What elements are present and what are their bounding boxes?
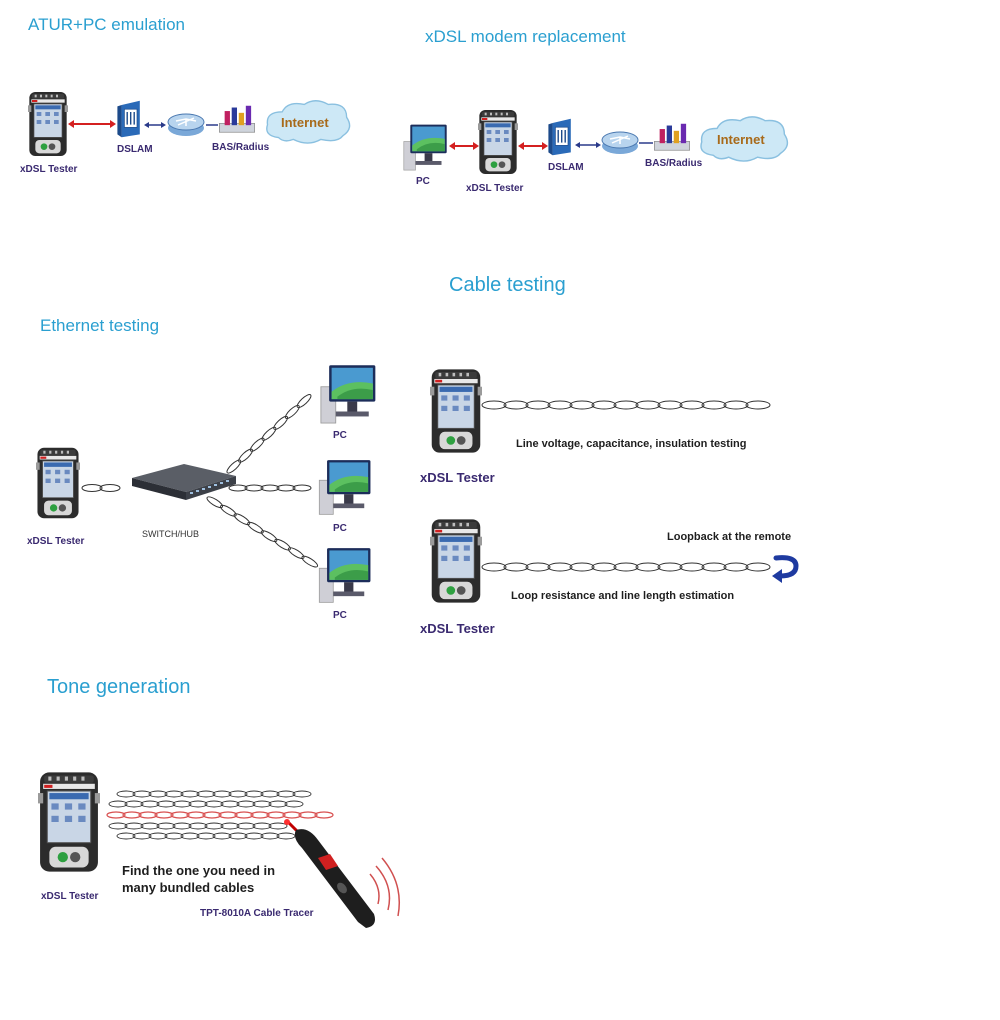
ethernet-tester-label: xDSL Tester — [27, 536, 85, 547]
ethernet-pc3-label: PC — [333, 610, 347, 621]
loop-test-caption: Loop resistance and line length estimati… — [511, 590, 735, 602]
modem-bas-label: BAS/Radius — [645, 158, 703, 169]
ethernet-pc2-icon — [318, 459, 371, 515]
tone-xdsl-tester-icon — [38, 771, 100, 873]
loop-test-xdsl-tester-icon — [430, 518, 482, 604]
highlighted-cable — [106, 811, 334, 819]
modem-link-router-bas — [639, 142, 653, 144]
atur-link-tester-dslam — [68, 120, 116, 128]
atur-link-router-bas — [206, 124, 218, 126]
atur-router-icon — [167, 113, 205, 137]
modem-pc-label: PC — [416, 176, 430, 187]
atur-dslam-label: DSLAM — [117, 144, 153, 155]
tone-section-title: Tone generation — [47, 676, 191, 698]
modem-xdsl-tester-icon — [478, 109, 518, 175]
modem-link-tester-dslam — [518, 142, 548, 150]
modem-link-dslam-router — [575, 142, 601, 148]
atur-link-dslam-router — [144, 122, 166, 128]
ethernet-section-title: Ethernet testing — [40, 316, 160, 335]
atur-internet-label: Internet — [281, 115, 329, 130]
loop-test-tester-label: xDSL Tester — [420, 621, 495, 636]
tone-tester-label: xDSL Tester — [41, 891, 99, 902]
cable-tracer-icon — [284, 819, 401, 928]
modem-section-title: xDSL modem replacement — [425, 27, 626, 46]
ethernet-pc3-icon — [318, 547, 371, 603]
switch-hub-icon — [132, 464, 236, 500]
loop-test-cable — [481, 562, 771, 572]
loopback-label: Loopback at the remote — [667, 531, 792, 543]
line-test-xdsl-tester-icon — [430, 368, 482, 454]
atur-bas-servers-icon — [218, 105, 256, 133]
tone-caption-line1: Find the one you need in — [122, 863, 276, 878]
ethernet-pc1-icon — [320, 364, 376, 424]
line-test-caption: Line voltage, capacitance, insulation te… — [516, 438, 747, 450]
modem-router-icon — [601, 131, 639, 155]
atur-dslam-icon — [116, 100, 141, 138]
loopback-arrow-icon — [772, 555, 799, 583]
bundled-cables — [106, 790, 334, 840]
switch-hub-label: SWITCH/HUB — [142, 529, 199, 539]
modem-link-pc-tester — [449, 142, 479, 150]
ethernet-pc2-label: PC — [333, 523, 347, 534]
line-test-tester-label: xDSL Tester — [420, 470, 495, 485]
modem-bas-servers-icon — [653, 123, 691, 151]
modem-internet-label: Internet — [717, 132, 765, 147]
modem-dslam-label: DSLAM — [548, 162, 584, 173]
cable-tracer-label: TPT-8010A Cable Tracer — [200, 908, 314, 919]
modem-pc-icon — [403, 124, 448, 171]
modem-tester-label: xDSL Tester — [466, 183, 524, 194]
atur-tester-label: xDSL Tester — [20, 164, 78, 175]
cable-section-title: Cable testing — [449, 274, 566, 296]
atur-xdsl-tester-icon — [28, 91, 68, 157]
ethernet-xdsl-tester-icon — [36, 447, 80, 519]
atur-bas-label: BAS/Radius — [212, 142, 270, 153]
ethernet-cables — [81, 394, 319, 568]
ethernet-pc1-label: PC — [333, 430, 347, 441]
modem-dslam-icon — [547, 118, 572, 156]
tone-caption-line2: many bundled cables — [122, 880, 255, 895]
atur-section-title: ATUR+PC emulation — [28, 15, 185, 34]
line-test-cable — [481, 400, 771, 410]
